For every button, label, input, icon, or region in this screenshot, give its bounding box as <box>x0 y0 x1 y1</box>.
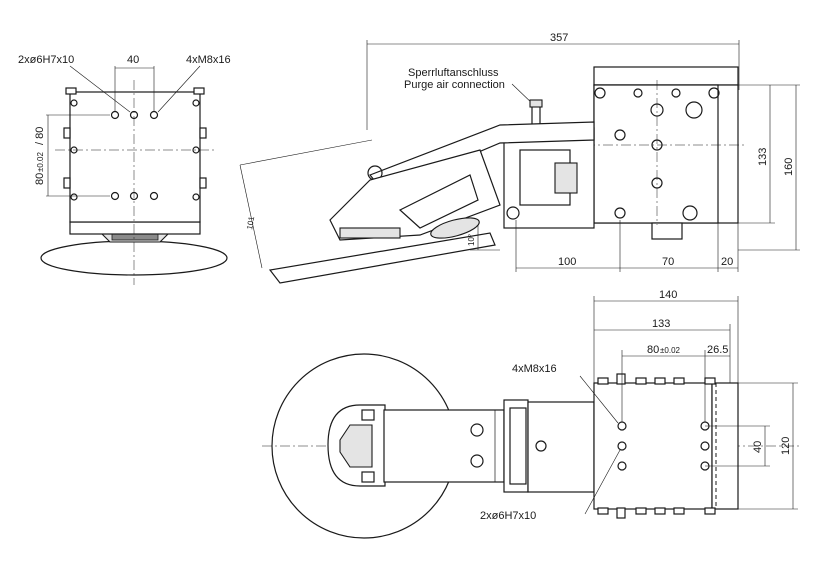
side-height-133: 133 <box>757 148 769 166</box>
purge-label-en: Purge air connection <box>404 79 505 91</box>
front-width-dim: 40 <box>127 54 139 66</box>
top-holes-label: 2xø6H7x10 <box>480 510 536 522</box>
top-width-133: 133 <box>652 318 670 330</box>
front-holes-label: 2xø6H7x10 <box>18 54 74 66</box>
side-dim-70: 70 <box>662 256 674 268</box>
top-motor <box>527 401 595 493</box>
side-disc <box>268 232 496 284</box>
side-view: 357 Sperrluftanschluss Purge air connect… <box>239 32 800 284</box>
top-view: 140 133 80 ±0.02 26.5 4xM8x16 2xø6H7x10 … <box>262 289 800 539</box>
front-height-alt: / 80 <box>34 127 46 145</box>
side-angle: 10° <box>467 234 476 246</box>
top-threads-label: 4xM8x16 <box>512 363 557 375</box>
top-body <box>383 409 505 483</box>
front-baseplate <box>69 221 201 235</box>
front-height-dim: 80 <box>34 173 46 185</box>
side-toolhead <box>329 149 501 241</box>
side-dim-20: 20 <box>721 256 733 268</box>
side-height-160: 160 <box>783 158 795 176</box>
top-dim-80-tol: ±0.02 <box>660 346 681 355</box>
top-dim-120: 120 <box>780 437 792 455</box>
front-block <box>69 91 201 223</box>
top-dim-80: 80 <box>647 344 659 356</box>
front-height-tol: ±0.02 <box>36 151 45 172</box>
side-dim-101: 101 <box>245 215 256 230</box>
front-view: 40 2xø6H7x10 4xM8x16 80 ±0.02 / 80 <box>18 54 231 285</box>
top-width-140: 140 <box>659 289 677 301</box>
side-dim-100: 100 <box>558 256 576 268</box>
top-plate <box>593 382 713 510</box>
front-threads-label: 4xM8x16 <box>186 54 231 66</box>
top-plate-tabs <box>597 373 716 519</box>
top-dim-26-5: 26.5 <box>707 344 728 356</box>
purge-label-de: Sperrluftanschluss <box>408 67 499 79</box>
side-plate-holes <box>594 87 720 221</box>
top-dim-40: 40 <box>752 441 764 453</box>
side-length-dim: 357 <box>550 32 568 44</box>
